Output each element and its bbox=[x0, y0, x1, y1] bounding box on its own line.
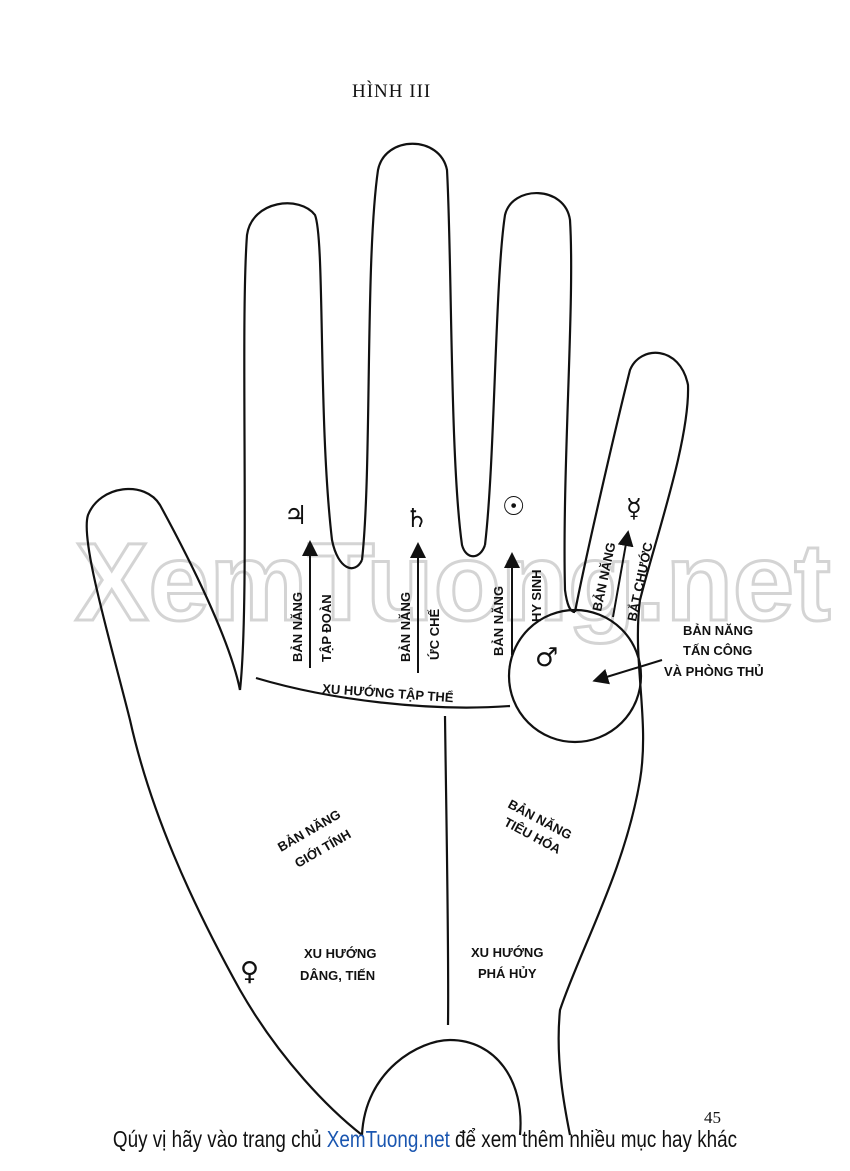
label-jupiter-1: BẢN NĂNG bbox=[290, 592, 305, 662]
footer-suffix: để xem thêm nhiều mục hay khác bbox=[449, 1126, 738, 1152]
footer-notice: Qúy vị hãy vào trang chủ XemTuong.net để… bbox=[77, 1126, 774, 1153]
label-mars-1: BẢN NĂNG bbox=[683, 623, 753, 638]
label-sun-1: BẢN NĂNG bbox=[491, 586, 506, 656]
saturn-icon: ♄ bbox=[405, 504, 428, 534]
label-sun-2: HY SINH bbox=[529, 570, 544, 623]
hand-outline bbox=[85, 142, 690, 1136]
label-venus-2: DÂNG, TIẾN bbox=[300, 968, 375, 983]
label-mars-3: VÀ PHÒNG THỦ bbox=[664, 664, 764, 679]
footer-site-link[interactable]: XemTuong.net bbox=[326, 1126, 450, 1152]
label-saturn-2: ỨC CHẾ bbox=[427, 608, 442, 660]
label-venus-1: XU HƯỚNG bbox=[304, 946, 376, 961]
sun-icon: ☉ bbox=[502, 492, 525, 522]
mercury-icon: ☿ bbox=[626, 494, 642, 524]
jupiter-icon: ♃ bbox=[284, 501, 307, 531]
page-number: 45 bbox=[704, 1108, 721, 1127]
label-luna-2: PHÁ HỦY bbox=[478, 966, 537, 981]
label-saturn-1: BẢN NĂNG bbox=[398, 592, 413, 662]
arrow-mars bbox=[592, 659, 663, 685]
mars-icon: ♂ bbox=[535, 643, 558, 673]
venus-icon: ♀ bbox=[240, 957, 259, 987]
label-jupiter-2: TẬP ĐOÀN bbox=[319, 594, 334, 662]
label-luna-1: XU HƯỚNG bbox=[471, 945, 543, 960]
label-heart-line: XU HƯỚNG TẬP THỂ bbox=[322, 681, 454, 705]
arrow-mercury bbox=[612, 530, 634, 618]
figure-title: HÌNH III bbox=[352, 80, 431, 102]
footer-prefix: Qúy vị hãy vào trang chủ bbox=[112, 1126, 327, 1152]
arrows bbox=[302, 530, 663, 685]
label-mars-2: TẤN CÔNG bbox=[683, 643, 752, 658]
